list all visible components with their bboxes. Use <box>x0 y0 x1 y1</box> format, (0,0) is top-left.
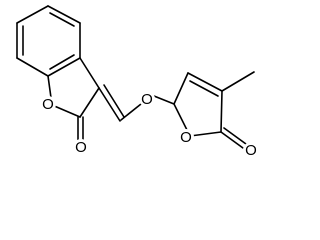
bond-c3a-c3 <box>79 57 100 89</box>
bond-c4-c3-double-b <box>189 80 219 97</box>
bond-exocyclic-double-a <box>98 87 121 122</box>
bond-benzene-inner-2 <box>49 54 75 70</box>
bond-benzene-3 <box>47 57 81 77</box>
bond-c3-c2 <box>220 90 223 133</box>
bond-carbonyl-right-b <box>223 127 247 145</box>
bond-c5-c4 <box>173 72 189 105</box>
furanone-ring-left <box>47 57 100 141</box>
bond-benzene-1 <box>47 5 81 24</box>
benzene-ring <box>16 5 81 77</box>
bond-o-c5 <box>153 95 175 105</box>
bond-c4-c3-double-a <box>187 72 223 92</box>
bond-carbonyl-right-a <box>220 131 244 149</box>
bond-benzene-6 <box>16 5 49 24</box>
bond-methyl <box>221 71 255 92</box>
bond-exocyclic-double-b <box>103 84 125 118</box>
atom-ether-oxygen: O <box>141 91 153 108</box>
atom-carbonyl-oxygen-left: O <box>75 139 87 156</box>
butenolide-ring-right <box>173 71 255 149</box>
bond-c3-c2 <box>79 87 100 118</box>
bond-benzene-4 <box>16 57 49 77</box>
bond-benzene-inner-1 <box>49 12 75 27</box>
atom-ring-oxygen-right: O <box>180 129 192 146</box>
atom-carbonyl-oxygen-right: O <box>245 142 257 159</box>
bond-c2-o1 <box>189 131 222 137</box>
atom-ring-oxygen-left: O <box>42 96 54 113</box>
bond-c2-o1 <box>51 104 81 118</box>
chemical-structure: O O O O O <box>16 5 259 159</box>
bond-ch-o <box>120 103 142 121</box>
methylidene-ether-linker <box>98 84 175 122</box>
atom-labels: O O O O O <box>40 91 259 159</box>
